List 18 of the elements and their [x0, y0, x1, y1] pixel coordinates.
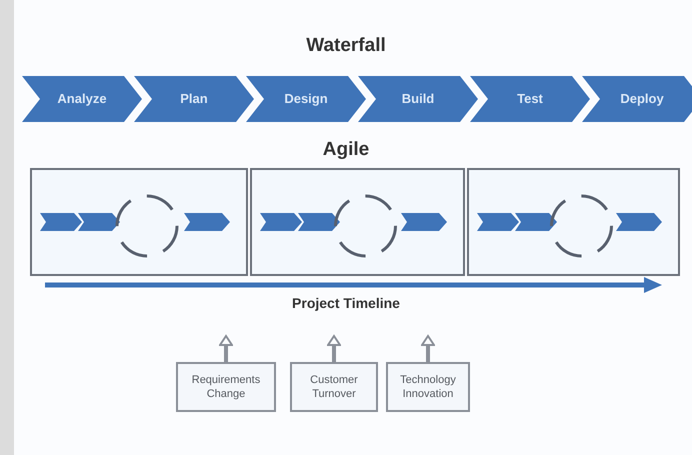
up-arrow [219, 335, 233, 362]
factor-box: Requirements Change [176, 362, 276, 412]
factor-box: Customer Turnover [290, 362, 378, 412]
step-label: Build [402, 90, 434, 108]
section-heading: Project Timeline [292, 294, 400, 313]
step-label: Test [517, 90, 543, 108]
step-label: Analyze [57, 90, 107, 108]
iteration-panel [250, 168, 465, 276]
step-label: Design [284, 90, 328, 108]
step-label: Plan [180, 90, 208, 108]
step-label: Deploy [620, 90, 664, 108]
iteration-panel [30, 168, 248, 276]
factor-box: Technology Innovation [386, 362, 470, 412]
iteration-panel [467, 168, 680, 276]
up-arrow [421, 335, 435, 362]
up-arrow [327, 335, 341, 362]
section-heading: Waterfall [306, 34, 386, 58]
section-heading: Agile [322, 138, 370, 162]
